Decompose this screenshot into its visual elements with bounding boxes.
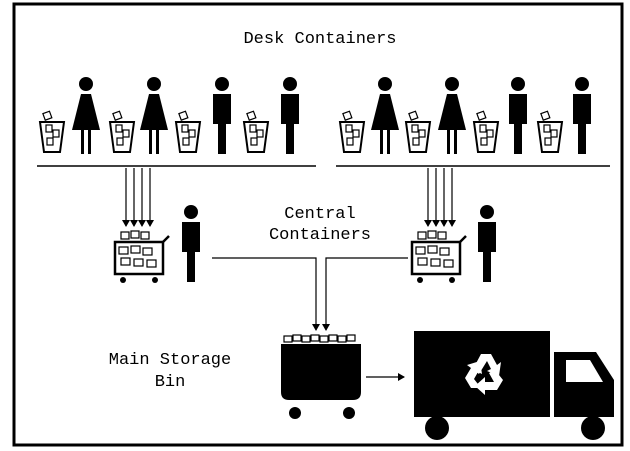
recycling-truck-icon <box>414 331 614 440</box>
main-storage-label-line1: Main Storage <box>108 351 232 370</box>
cart-to-bin-lines <box>212 257 408 331</box>
central-containers-label-line2: Containers <box>268 226 372 245</box>
recycle-symbol-icon <box>465 354 503 395</box>
right-central-cart <box>410 229 468 285</box>
left-desk-to-cart-arrows <box>122 168 154 227</box>
left-desk-group <box>39 77 299 154</box>
left-central-cart <box>113 229 171 285</box>
left-cart-attendant <box>182 205 200 282</box>
main-storage-bin-icon <box>281 334 361 419</box>
right-cart-attendant <box>478 205 496 282</box>
main-storage-label-line2: Bin <box>154 373 186 392</box>
right-desk-group <box>339 77 591 154</box>
central-containers-label-line1: Central <box>284 205 356 224</box>
desk-containers-label: Desk Containers <box>243 30 397 49</box>
right-desk-to-cart-arrows <box>424 168 456 227</box>
outer-frame <box>12 2 624 447</box>
